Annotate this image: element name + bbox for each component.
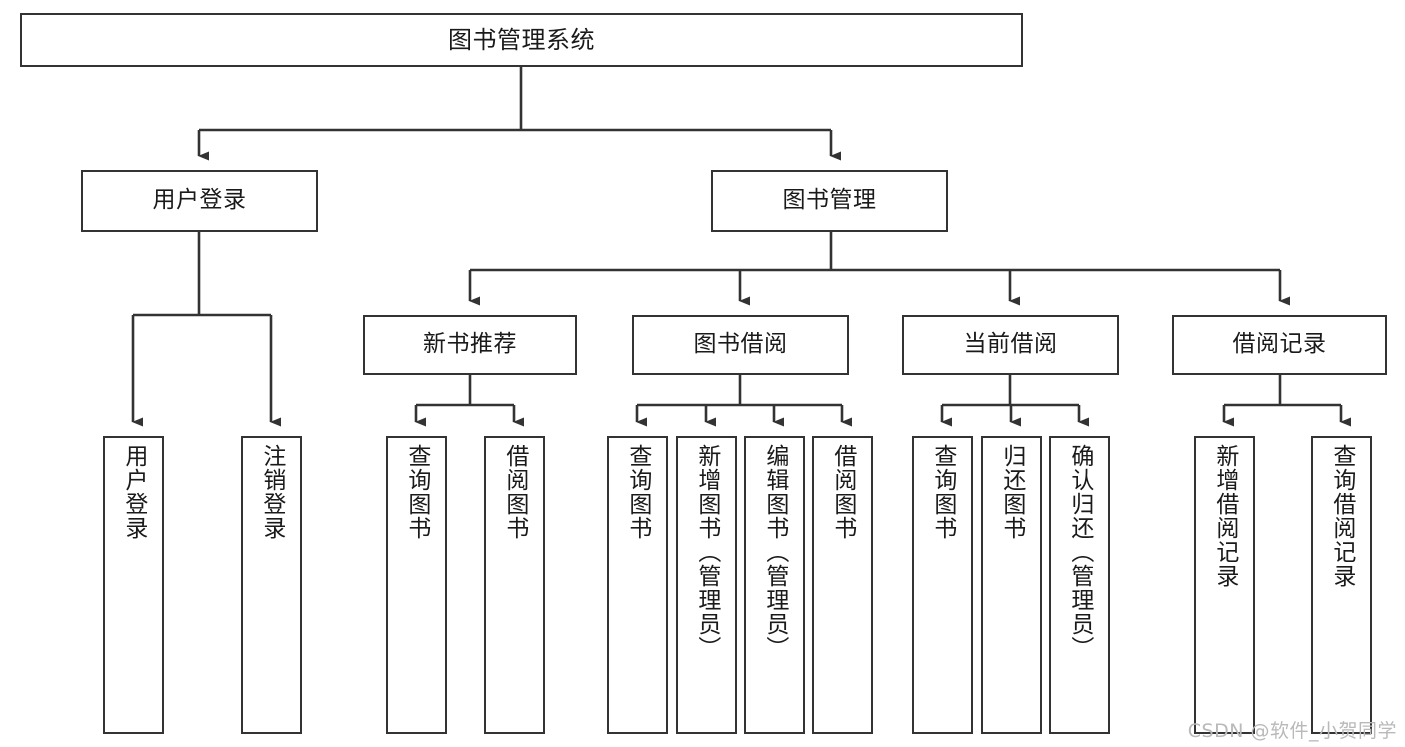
node-book-borrow[interactable]: 图书借阅 <box>632 315 849 375</box>
node-label: 新增图书（管理员） <box>693 444 720 660</box>
node-label: 查询借阅记录 <box>1328 444 1355 588</box>
node-label: 新增借阅记录 <box>1211 444 1238 588</box>
node-label: 归还图书 <box>998 444 1025 540</box>
leaf-borrow-borrow-book[interactable]: 借阅图书 <box>812 436 873 734</box>
leaf-user-login-logout[interactable]: 注销登录 <box>241 436 302 734</box>
leaf-record-query-record[interactable]: 查询借阅记录 <box>1311 436 1372 734</box>
node-label: 注销登录 <box>258 444 285 540</box>
node-label: 查询图书 <box>929 444 956 540</box>
node-label: 用户登录 <box>120 444 147 540</box>
node-book-management[interactable]: 图书管理 <box>711 170 948 232</box>
node-new-book-recommend[interactable]: 新书推荐 <box>363 315 577 375</box>
node-current-borrow[interactable]: 当前借阅 <box>902 315 1119 375</box>
leaf-current-confirm-return-admin[interactable]: 确认归还（管理员） <box>1049 436 1110 734</box>
node-borrow-record[interactable]: 借阅记录 <box>1172 315 1387 375</box>
leaf-borrow-add-book-admin[interactable]: 新增图书（管理员） <box>676 436 737 734</box>
leaf-new-book-query[interactable]: 查询图书 <box>386 436 447 734</box>
node-label: 当前借阅 <box>963 331 1058 358</box>
node-label: 编辑图书（管理员） <box>761 444 788 660</box>
node-label: 借阅记录 <box>1232 331 1327 358</box>
node-label: 图书借阅 <box>693 331 788 358</box>
leaf-current-return-book[interactable]: 归还图书 <box>981 436 1042 734</box>
node-label: 图书管理系统 <box>448 25 595 54</box>
node-label: 确认归还（管理员） <box>1066 444 1093 660</box>
leaf-record-add-record[interactable]: 新增借阅记录 <box>1194 436 1255 734</box>
node-label: 查询图书 <box>403 444 430 540</box>
node-root-system[interactable]: 图书管理系统 <box>20 13 1023 67</box>
node-label: 查询图书 <box>624 444 651 540</box>
leaf-user-login-login[interactable]: 用户登录 <box>103 436 164 734</box>
node-label: 借阅图书 <box>501 444 528 540</box>
node-label: 新书推荐 <box>423 331 517 358</box>
leaf-borrow-edit-book-admin[interactable]: 编辑图书（管理员） <box>744 436 805 734</box>
leaf-new-book-borrow[interactable]: 借阅图书 <box>484 436 545 734</box>
node-user-login[interactable]: 用户登录 <box>81 170 318 232</box>
node-label: 借阅图书 <box>829 444 856 540</box>
leaf-borrow-query-book[interactable]: 查询图书 <box>607 436 668 734</box>
node-label: 图书管理 <box>782 187 877 214</box>
watermark-text: CSDN @软件_小贺同学 <box>1187 720 1397 742</box>
node-label: 用户登录 <box>152 187 247 214</box>
leaf-current-query-book[interactable]: 查询图书 <box>912 436 973 734</box>
